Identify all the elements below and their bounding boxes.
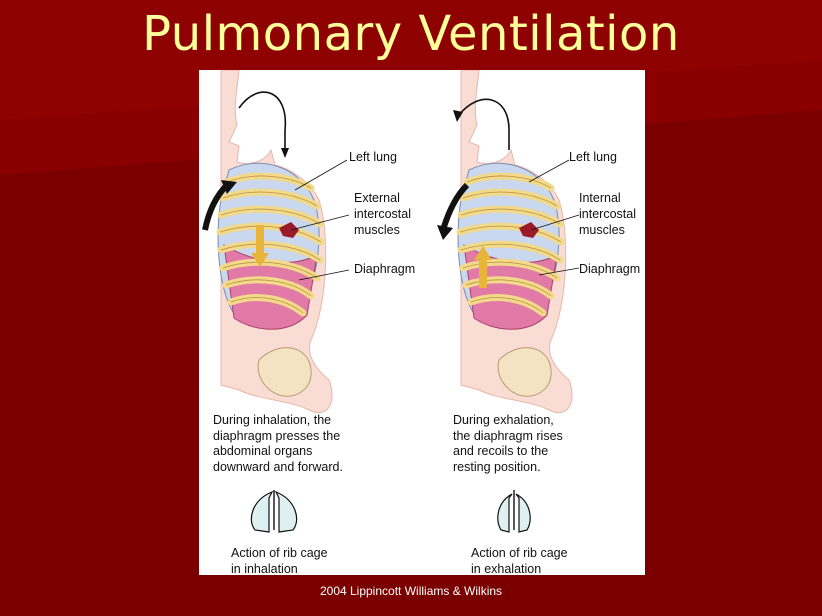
ventilation-illustration (202, 70, 580, 533)
inhalation-label-muscle-3: muscles (354, 223, 400, 237)
inhalation-caption: During inhalation, the diaphragm presses… (213, 413, 413, 475)
diagram-panel: Left lung External intercostal muscles D… (199, 70, 645, 575)
inhalation-figure (202, 70, 350, 533)
slide-title: Pulmonary Ventilation (142, 6, 680, 62)
inhalation-label-diaphragm: Diaphragm (354, 262, 416, 276)
inhalation-rib-caption-line-2: in inhalation (231, 561, 298, 576)
inhalation-caption-line-1: During inhalation, the (213, 413, 332, 427)
exhalation-caption-line-3: and recoils to the (453, 444, 549, 458)
exhalation-figure (437, 70, 580, 533)
exhalation-caption-line-4: resting position. (453, 459, 541, 474)
inhalation-caption-line-3: abdominal organs (213, 444, 313, 458)
inhalation-rib-caption-line-1: Action of rib cage (231, 546, 328, 560)
exhalation-caption: During exhalation, the diaphragm rises a… (453, 413, 645, 475)
exhalation-label-muscle-3: muscles (579, 223, 625, 237)
inhalation-label-muscle-1: External (354, 191, 400, 205)
inhalation-caption-line-4: downward and forward. (213, 459, 343, 474)
inhalation-label-lung: Left lung (349, 150, 397, 164)
exhalation-label-muscle-2: intercostal (579, 207, 636, 221)
exhalation-caption-line-2: the diaphragm rises (453, 428, 563, 443)
exhalation-caption-line-1: During exhalation, (453, 413, 554, 427)
exhalation-rib-caption-line-1: Action of rib cage (471, 546, 568, 560)
inhalation-label-muscle-2: intercostal (354, 207, 411, 221)
exhalation-rib-caption-line-2: in exhalation (471, 561, 542, 576)
inhalation-rib-action-icon (250, 490, 298, 533)
inhalation-caption-line-2: diaphragm presses the (213, 428, 341, 443)
inhalation-rib-caption: Action of rib cage in inhalation (231, 546, 431, 575)
exhalation-label-lung: Left lung (569, 150, 617, 164)
slide-credit: 2004 Lippincott Williams & Wilkins (319, 584, 503, 598)
exhalation-label-diaphragm: Diaphragm (579, 262, 641, 276)
exhalation-rib-caption: Action of rib cage in exhalation (471, 546, 645, 575)
exhalation-rib-action-icon (497, 490, 531, 533)
exhalation-label-muscle-1: Internal (579, 191, 621, 205)
